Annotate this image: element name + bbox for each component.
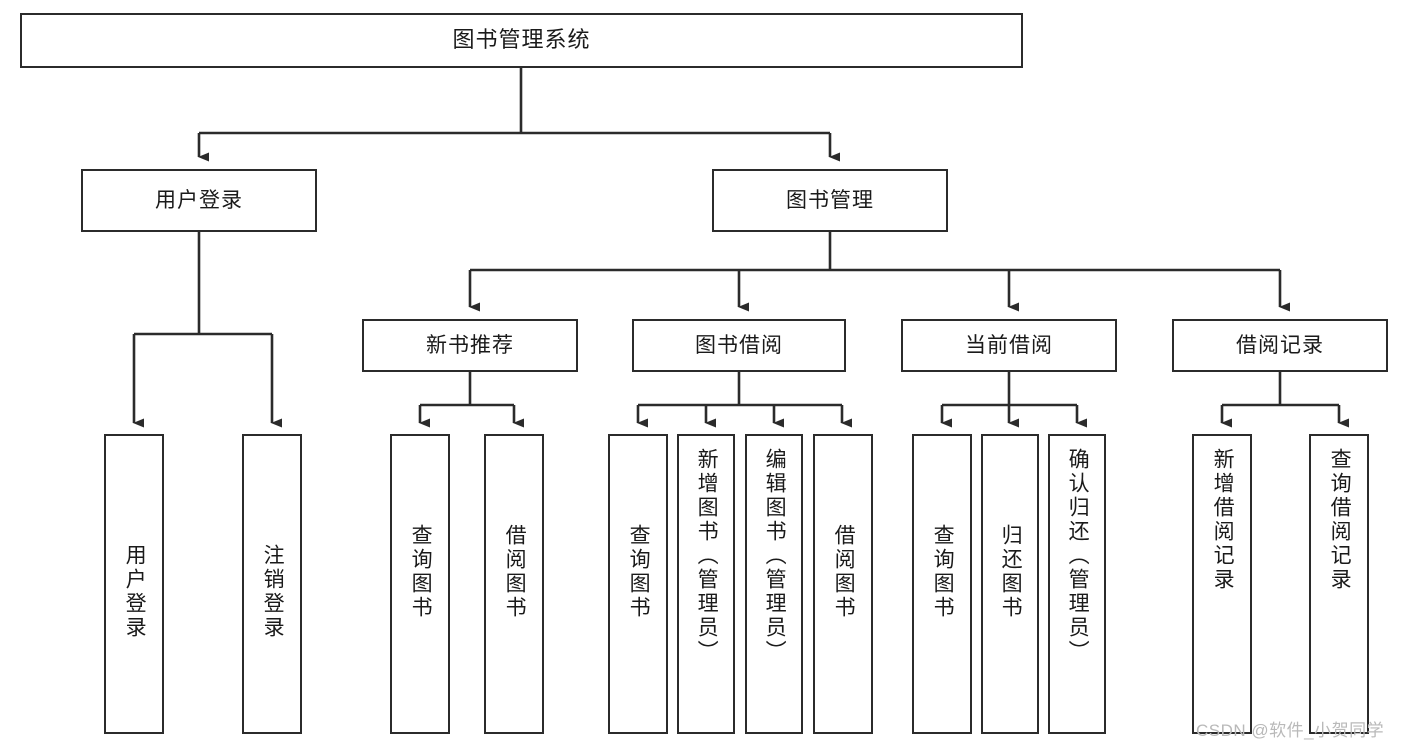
leaf-edit-book-admin[interactable]: 编辑图书（管理员） xyxy=(745,434,803,734)
node-root-system[interactable]: 图书管理系统 xyxy=(20,13,1023,68)
leaf-query-borrow-record[interactable]: 查询借阅记录 xyxy=(1309,434,1369,734)
node-current-borrow[interactable]: 当前借阅 xyxy=(901,319,1117,372)
leaf-add-borrow-record[interactable]: 新增借阅记录 xyxy=(1192,434,1252,734)
leaf-user-login[interactable]: 用户登录 xyxy=(104,434,164,734)
leaf-logout-login[interactable]: 注销登录 xyxy=(242,434,302,734)
node-user-login[interactable]: 用户登录 xyxy=(81,169,317,232)
leaf-query-book-borrow[interactable]: 查询图书 xyxy=(608,434,668,734)
leaf-borrow-book[interactable]: 借阅图书 xyxy=(813,434,873,734)
csdn-watermark: CSDN @软件_小贺同学 xyxy=(1196,721,1385,740)
leaf-query-book-recommend[interactable]: 查询图书 xyxy=(390,434,450,734)
node-new-book-recommend[interactable]: 新书推荐 xyxy=(362,319,578,372)
node-book-management[interactable]: 图书管理 xyxy=(712,169,948,232)
leaf-confirm-return-admin[interactable]: 确认归还（管理员） xyxy=(1048,434,1106,734)
node-borrow-record[interactable]: 借阅记录 xyxy=(1172,319,1388,372)
leaf-add-book-admin[interactable]: 新增图书（管理员） xyxy=(677,434,735,734)
node-book-borrow[interactable]: 图书借阅 xyxy=(632,319,846,372)
leaf-borrow-book-recommend[interactable]: 借阅图书 xyxy=(484,434,544,734)
leaf-query-book-current[interactable]: 查询图书 xyxy=(912,434,972,734)
leaf-return-book[interactable]: 归还图书 xyxy=(981,434,1039,734)
